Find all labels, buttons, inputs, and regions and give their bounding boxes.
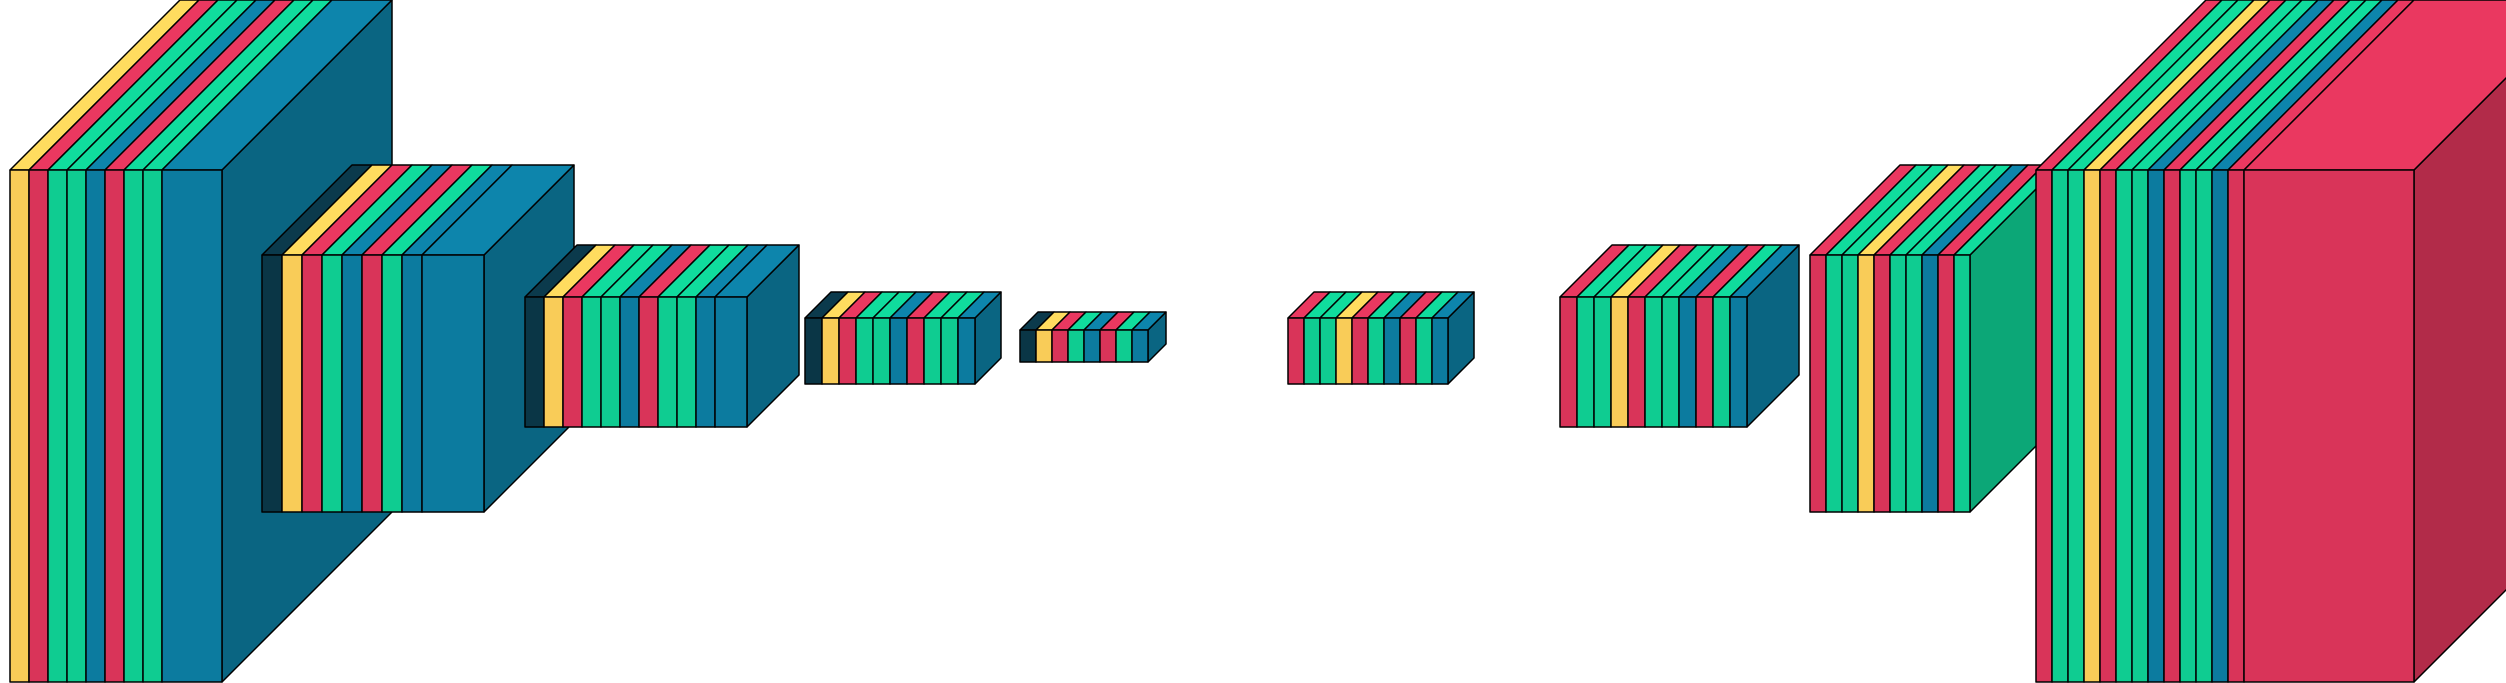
layer-stack <box>9 0 2506 683</box>
decoder-stage-2-layer-4-front <box>1627 296 1646 428</box>
decoder-stage-2-layer-1-front <box>1576 296 1595 428</box>
decoder-stage-4-layer-12-front <box>2227 169 2245 683</box>
decoder-stage-3-layer-8-front <box>1937 254 1955 513</box>
encoder-stage-2-layer-2-front <box>301 254 323 513</box>
encoder-stage-2-block-front <box>421 254 485 513</box>
decoder-stage-1-layer-8-front <box>1415 317 1433 385</box>
encoder-stage-4-layer-1-front <box>821 317 840 385</box>
decoder-stage-2-layer-5-front <box>1644 296 1663 428</box>
decoder-stage-1-layer-1-front <box>1303 317 1321 385</box>
decoder-stage-2-layer-2-front <box>1593 296 1612 428</box>
decoder-stage-3-layer-1-front <box>1825 254 1843 513</box>
encoder-stage-1-layer-5-front <box>104 169 125 683</box>
decoder-stage-4-layer-0-front <box>2035 169 2053 683</box>
decoder-stage-4-layer-3-front <box>2083 169 2101 683</box>
encoder-stage-4-layer-8-front <box>940 317 959 385</box>
encoder-stage-1-layer-2-front <box>47 169 68 683</box>
decoder-stage-1-layer-6-front <box>1383 317 1401 385</box>
decoder-stage-3-layer-5-front <box>1889 254 1907 513</box>
bottleneck-layer-6-front <box>1115 329 1133 363</box>
decoder-stage-4-layer-7-front <box>2147 169 2165 683</box>
decoder-stage-2-layer-10-front <box>1729 296 1748 428</box>
encoder-stage-4-layer-4-front <box>872 317 891 385</box>
encoder-stage-3-layer-3-front <box>581 296 602 428</box>
encoder-stage-1-layer-3-front <box>66 169 87 683</box>
encoder-stage-4-layer-3-front <box>855 317 874 385</box>
decoder-stage-4-layer-6-front <box>2131 169 2149 683</box>
encoder-stage-3-layer-8-front <box>676 296 697 428</box>
encoder-stage-2-layer-4-front <box>341 254 363 513</box>
decoder-stage-1-layer-5-front <box>1367 317 1385 385</box>
decoder-stage-4-layer-4-front <box>2099 169 2117 683</box>
decoder-stage-4-layer-1-front <box>2051 169 2069 683</box>
decoder-stage-4-layer-2-front <box>2067 169 2085 683</box>
encoder-stage-2-layer-3-front <box>321 254 343 513</box>
decoder-stage-2-layer-3-front <box>1610 296 1629 428</box>
decoder-stage-3-layer-3-front <box>1857 254 1875 513</box>
bottleneck-layer-2-front <box>1051 329 1069 363</box>
decoder-stage-3-layer-0-front <box>1809 254 1827 513</box>
encoder-stage-1-layer-6-front <box>123 169 144 683</box>
decoder-stage-2-layer-9-front <box>1712 296 1731 428</box>
decoder-stage-4-layer-11-front <box>2211 169 2229 683</box>
decoder-stage-3-layer-2-front <box>1841 254 1859 513</box>
encoder-stage-3-layer-5-front <box>619 296 640 428</box>
encoder-stage-3-layer-6-front <box>638 296 659 428</box>
decoder-stage-4-layer-9-front <box>2179 169 2197 683</box>
encoder-stage-1-layer-1-front <box>28 169 49 683</box>
encoder-stage-4-layer-5-front <box>889 317 908 385</box>
decoder-stage-1-layer-7-front <box>1399 317 1417 385</box>
encoder-stage-4-layer-2-front <box>838 317 857 385</box>
decoder-stage-4-layer-10-front <box>2195 169 2213 683</box>
encoder-stage-2-layer-5-front <box>361 254 383 513</box>
decoder-stage-4-layer-5-front <box>2115 169 2133 683</box>
encoder-stage-4-layer-7-front <box>923 317 942 385</box>
decoder-stage-1-layer-9-front <box>1431 317 1449 385</box>
decoder-stage-3-layer-9-front <box>1953 254 1971 513</box>
bottleneck-layer-5-front <box>1099 329 1117 363</box>
encoder-stage-1-layer-0-front <box>9 169 30 683</box>
encoder-stage-1-layer-7-front <box>142 169 163 683</box>
encoder-stage-1-layer-4-front <box>85 169 106 683</box>
encoder-stage-2-layer-0-front <box>261 254 283 513</box>
decoder-stage-3-layer-4-front <box>1873 254 1891 513</box>
encoder-stage-1-block-front <box>161 169 223 683</box>
encoder-stage-2-layer-6-front <box>381 254 403 513</box>
encoder-stage-3-layer-4-front <box>600 296 621 428</box>
encoder-stage-4-layer-6-front <box>906 317 925 385</box>
bottleneck-layer-3-front <box>1067 329 1085 363</box>
bottleneck-layer-4-front <box>1083 329 1101 363</box>
decoder-stage-3-layer-7-front <box>1921 254 1939 513</box>
decoder-stage-1-layer-2-front <box>1319 317 1337 385</box>
decoder-stage-2-layer-7-front <box>1678 296 1697 428</box>
decoder-stage-1-layer-0-front <box>1287 317 1305 385</box>
encoder-stage-2-layer-1-front <box>281 254 303 513</box>
decoder-stage-2-layer-0-front <box>1559 296 1578 428</box>
encoder-stage-2-layer-7-front <box>401 254 423 513</box>
decoder-stage-4-block-front <box>2243 169 2415 683</box>
bottleneck-layer-0-front <box>1019 329 1037 363</box>
bottleneck-layer-7-front <box>1131 329 1149 363</box>
decoder-stage-2-layer-8-front <box>1695 296 1714 428</box>
decoder-stage-1-layer-4-front <box>1351 317 1369 385</box>
encoder-stage-3-layer-1-front <box>543 296 564 428</box>
decoder-stage-1-layer-3-front <box>1335 317 1353 385</box>
decoder-stage-2-layer-6-front <box>1661 296 1680 428</box>
encoder-stage-3-layer-2-front <box>562 296 583 428</box>
bottleneck-layer-1-front <box>1035 329 1053 363</box>
encoder-stage-3-block-front <box>714 296 748 428</box>
encoder-stage-3-layer-9-front <box>695 296 716 428</box>
decoder-stage-4-layer-8-front <box>2163 169 2181 683</box>
decoder-stage-3-layer-6-front <box>1905 254 1923 513</box>
encoder-stage-3-layer-0-front <box>524 296 545 428</box>
encoder-stage-4-layer-9-front <box>957 317 976 385</box>
encoder-stage-3-layer-7-front <box>657 296 678 428</box>
encoder-stage-4-layer-0-front <box>804 317 823 385</box>
